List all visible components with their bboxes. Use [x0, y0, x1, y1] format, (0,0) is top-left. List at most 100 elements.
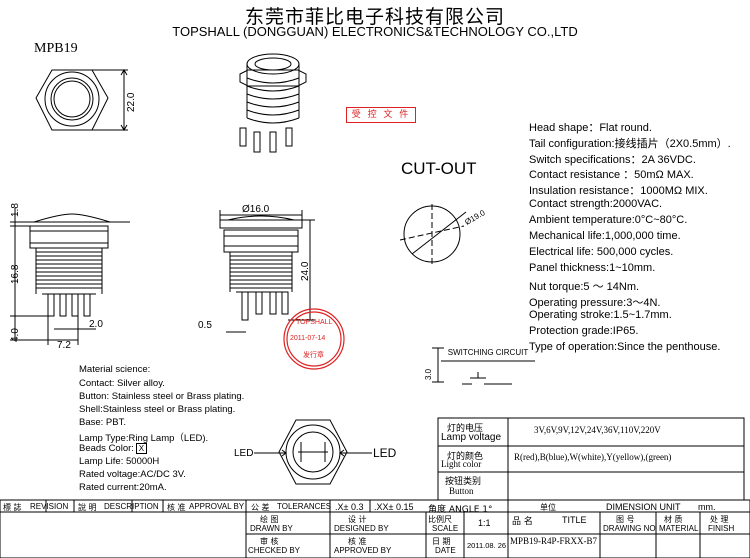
stamp-date: 2011-07-14	[290, 335, 326, 342]
approval-en: APPROVAL BY	[189, 502, 245, 511]
company-name-en: TOPSHALL (DONGGUAN) ELECTRONICS&TECHNOLO…	[172, 24, 578, 39]
note-item: Lamp Type:Ring Lamp（LED).	[79, 433, 209, 444]
note-item: Shell:Stainless steel or Brass plating.	[79, 404, 236, 415]
light-color-en: Light color	[441, 459, 482, 469]
button-type-en: Button	[449, 486, 474, 496]
front-led-view	[254, 419, 372, 485]
spec-item: Electrical life: 500,000 cycles.	[529, 246, 674, 258]
dim-7-2: 7.2	[57, 340, 71, 351]
revision-en: REVISION	[30, 502, 69, 511]
drawing-no-en: DRAWING NO	[603, 524, 656, 533]
checked-by-cn: 审 核	[260, 537, 279, 546]
spec-item: Panel thickness:1~10mm.	[529, 262, 656, 274]
spec-item: Mechanical life:1,000,000 time.	[529, 230, 681, 242]
note-item: Contact: Silver alloy.	[79, 378, 165, 389]
spec-item: Contact strength:2000VAC.	[529, 198, 663, 210]
part-number: MPB19-R4P-FRXX-B7	[510, 536, 598, 546]
model-number: MPB19	[34, 41, 78, 56]
spec-item: Tail configuration:接线插片（2X0.5mm）.	[529, 138, 731, 150]
note-item: Material science:	[79, 364, 151, 375]
date-cn: 日 期	[432, 537, 451, 546]
top-view-hexagon	[35, 69, 128, 131]
note-item: Rated voltage:AC/DC 3V.	[79, 469, 186, 480]
finish-en: FINISH	[708, 524, 735, 533]
date-en: DATE	[435, 546, 456, 555]
title-block-grid	[0, 499, 750, 558]
drawing-no-cn: 图 号	[616, 515, 635, 524]
dimension-unit-value: mm.	[698, 502, 716, 512]
led-left-label: LED	[234, 448, 254, 459]
tolerances-cn: 公 差	[251, 503, 270, 512]
description-cn: 說 明	[78, 503, 97, 512]
beads-color-checkbox[interactable]: X	[135, 443, 147, 454]
unit-cn: 单位	[540, 503, 556, 512]
light-color-cn: 灯的颜色	[447, 452, 484, 462]
lamp-voltage-cn: 灯的电压	[447, 424, 484, 434]
dim-2-0: 2.0	[89, 319, 103, 330]
dim-16-8: 16.8	[10, 264, 21, 284]
dim-22: 22.0	[126, 92, 137, 112]
tolerance-x: .X± 0.3	[335, 502, 364, 512]
designed-by-en: DESIGNED BY	[334, 524, 389, 533]
approved-by-cn: 核 准	[348, 537, 367, 546]
spec-item: Ambient temperature:0°C~80°C.	[529, 214, 688, 226]
issue-stamp	[283, 308, 345, 370]
checked-by-en: CHECKED BY	[248, 546, 301, 555]
light-color-values: R(red),B(blue),W(white),Y(yellow),(green…	[514, 452, 672, 462]
cutout-title: CUT-OUT	[401, 159, 477, 178]
title-cn: 品 名	[512, 517, 533, 527]
spec-item: Nut torque:5 ～ 14Nm.	[529, 281, 640, 293]
dim-16-0: Ø16.0	[242, 204, 270, 215]
spec-item: Head shape：Flat round.	[529, 122, 652, 134]
spec-item: Protection grade:IP65.	[529, 325, 639, 337]
dim-0-5: 0.5	[198, 320, 212, 331]
scale-value: 1:1	[478, 518, 491, 528]
dimension-unit-label: DIMENSION UNIT	[606, 502, 681, 512]
company-name-cn: 东莞市菲比电子科技有限公司	[244, 6, 505, 28]
spec-item: Switch specifications：2A 36VDC.	[529, 154, 696, 166]
switch-perspective-view	[239, 53, 307, 153]
designed-by-cn: 设 计	[348, 515, 367, 524]
lamp-voltage-values: 3V,6V,9V,12V,24V,36V,110V,220V	[534, 425, 661, 435]
dim-4-0: 4.0	[10, 328, 21, 342]
spec-item: Operating stroke:1.5~1.7mm.	[529, 309, 672, 321]
tolerances-en: TOLERANCES	[277, 502, 332, 511]
tolerance-xx: .XX± 0.15	[374, 502, 414, 512]
note-item: Lamp Life: 50000H	[79, 456, 160, 467]
button-type-cn: 按钮类别	[445, 477, 482, 487]
lamp-voltage-en: Lamp voltage	[441, 432, 502, 443]
scale-cn: 比例尺	[428, 515, 452, 524]
spec-item: Contact resistance ：50mΩ MAX.	[529, 169, 694, 181]
cutout-circle	[399, 204, 467, 264]
switching-circuit-label: SWITCHING CIRCUIT	[447, 348, 529, 357]
finish-cn: 处 理	[710, 515, 729, 524]
note-item: Base: PBT.	[79, 417, 126, 428]
side-view-left	[10, 208, 130, 345]
tolerance-angle: 角度 ANGLE 1°	[428, 505, 493, 515]
title-en: TITLE	[562, 515, 587, 525]
spec-item: Insulation resistance：1000MΩ MIX.	[529, 185, 708, 197]
drawn-by-en: DRAWN BY	[250, 524, 293, 533]
approved-by-en: APPROVED BY	[334, 546, 392, 555]
spec-item: Operating pressure:3～4N.	[529, 297, 661, 309]
drawn-by-cn: 绘 图	[260, 515, 279, 524]
note-item: Beads Color:	[79, 443, 134, 455]
led-right-label: LED	[373, 446, 397, 460]
side-view-middle	[219, 210, 315, 333]
date-value: 2011.08. 26	[467, 541, 507, 550]
description-en: DESCRIPTION	[104, 502, 159, 511]
scale-en: SCALE	[432, 524, 459, 533]
material-cn: 材 质	[664, 515, 683, 524]
revision-cn: 標 誌	[3, 503, 22, 512]
approval-cn: 核 准	[167, 503, 186, 512]
controlled-document-stamp: 受 控 文 件	[346, 107, 416, 123]
switching-circuit-diagram	[432, 347, 535, 385]
dim-3-0: 3.0	[424, 368, 433, 380]
beads-color-row: Beads Color:X	[79, 443, 147, 454]
stamp-bottom-text: 发行章	[303, 351, 324, 359]
stamp-top-text: TOPSHALL	[296, 319, 333, 326]
dim-1-8: 1.8	[10, 203, 21, 217]
note-item: Button: Stainless steel or Brass plating…	[79, 391, 245, 402]
dim-24-0: 24.0	[300, 261, 311, 281]
